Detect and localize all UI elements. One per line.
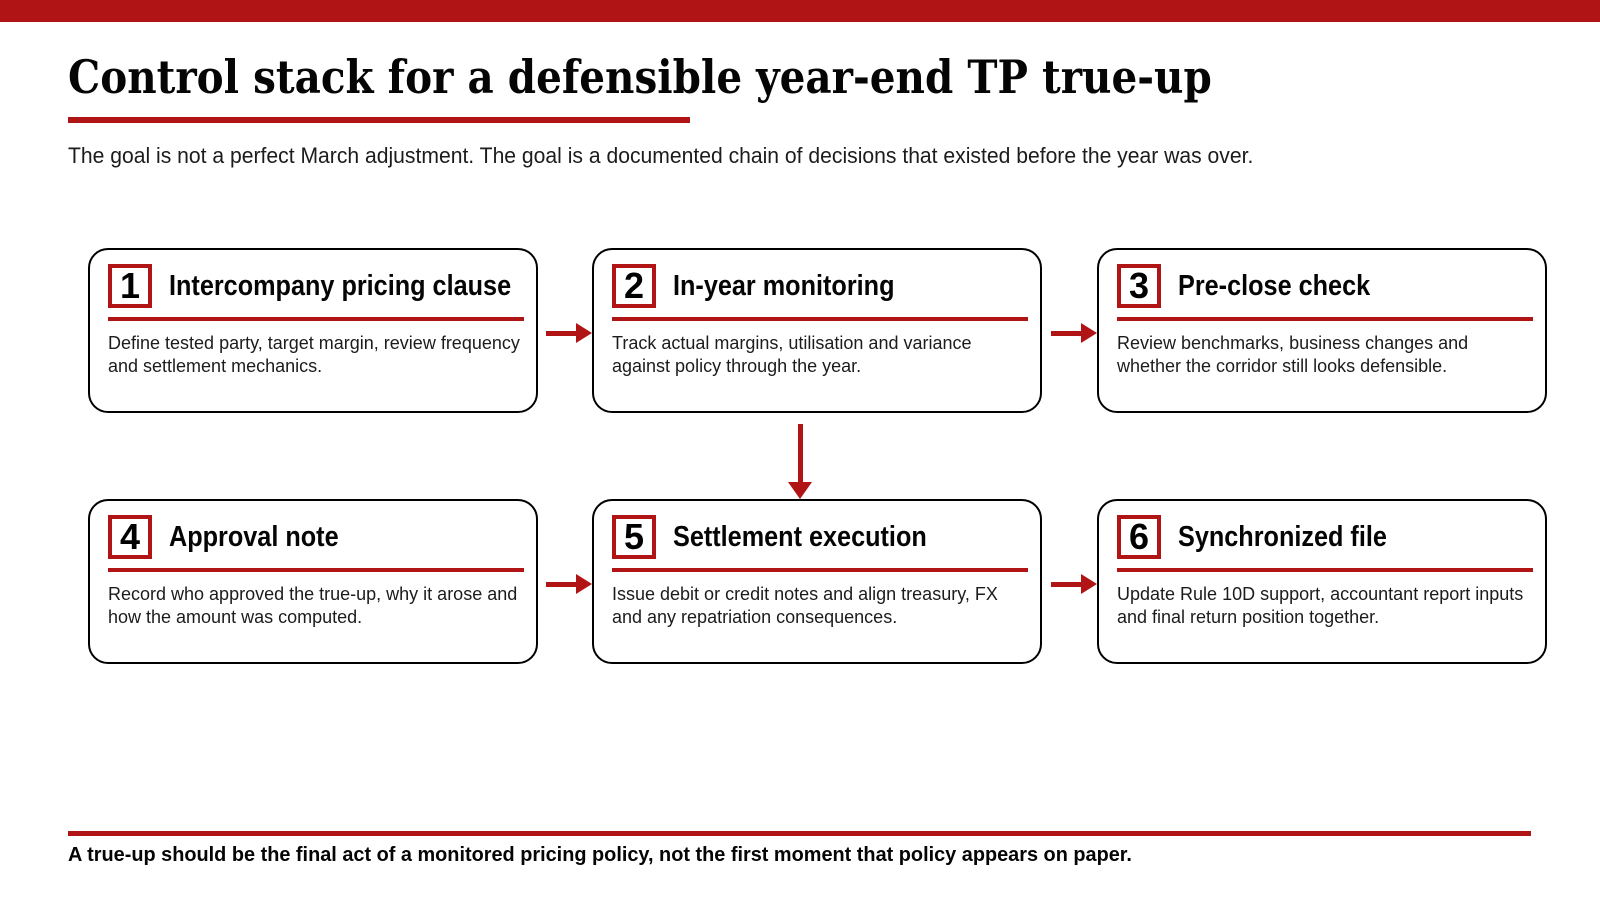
- arrow-head: [788, 482, 812, 499]
- node-card-synchronized-file: 6 Synchronized file Update Rule 10D supp…: [1097, 499, 1547, 664]
- node-divider: [108, 568, 524, 572]
- step-number-badge: 4: [108, 515, 152, 559]
- node-card-in-year-monitoring: 2 In-year monitoring Track actual margin…: [592, 248, 1042, 413]
- arrow-head: [576, 323, 592, 343]
- arrow-4-to-5-icon: [546, 574, 592, 594]
- top-accent-bar: [0, 0, 1600, 22]
- node-card-intercompany-pricing-clause: 1 Intercompany pricing clause Define tes…: [88, 248, 538, 413]
- node-divider: [1117, 568, 1533, 572]
- arrow-shaft: [1051, 331, 1083, 336]
- step-number: 1: [119, 265, 141, 306]
- node-title: Settlement execution: [673, 520, 927, 553]
- arrow-head: [1081, 574, 1097, 594]
- node-card-settlement-execution: 5 Settlement execution Issue debit or cr…: [592, 499, 1042, 664]
- arrow-1-to-2-icon: [546, 323, 592, 343]
- page-title: Control stack for a defensible year-end …: [68, 50, 1212, 104]
- arrow-5-to-6-icon: [1051, 574, 1097, 594]
- arrow-shaft: [1051, 582, 1083, 587]
- node-card-approval-note: 4 Approval note Record who approved the …: [88, 499, 538, 664]
- arrow-2-to-3-icon: [1051, 323, 1097, 343]
- node-title: Intercompany pricing clause: [169, 269, 512, 302]
- step-number: 3: [1128, 265, 1150, 306]
- arrow-shaft: [546, 582, 578, 587]
- step-number: 2: [623, 265, 645, 306]
- arrow-shaft: [798, 424, 803, 484]
- node-header: 2 In-year monitoring: [612, 264, 1028, 308]
- step-number: 4: [119, 516, 141, 557]
- node-body: Update Rule 10D support, accountant repo…: [1117, 584, 1524, 627]
- step-number: 6: [1128, 516, 1150, 557]
- arrow-head: [1081, 323, 1097, 343]
- node-title: Approval note: [169, 520, 339, 553]
- arrow-head: [576, 574, 592, 594]
- step-number-badge: 1: [108, 264, 152, 308]
- node-header: 6 Synchronized file: [1117, 515, 1533, 559]
- node-body: Track actual margins, utilisation and va…: [612, 333, 972, 376]
- step-number: 5: [623, 516, 645, 557]
- node-body: Issue debit or credit notes and align tr…: [612, 584, 998, 627]
- step-number-badge: 6: [1117, 515, 1161, 559]
- node-title: In-year monitoring: [673, 269, 895, 302]
- step-number-badge: 3: [1117, 264, 1161, 308]
- node-body: Define tested party, target margin, revi…: [108, 333, 520, 376]
- step-number-badge: 5: [612, 515, 656, 559]
- node-title: Pre-close check: [1178, 269, 1371, 302]
- node-divider: [612, 317, 1028, 321]
- node-header: 4 Approval note: [108, 515, 524, 559]
- footer-divider-line: [68, 831, 1531, 836]
- node-divider: [612, 568, 1028, 572]
- node-title: Synchronized file: [1178, 520, 1387, 553]
- arrow-shaft: [546, 331, 578, 336]
- page-subtitle: The goal is not a perfect March adjustme…: [68, 143, 1254, 168]
- footer-statement: A true-up should be the final act of a m…: [68, 843, 1132, 866]
- node-body: Record who approved the true-up, why it …: [108, 584, 518, 627]
- node-header: 5 Settlement execution: [612, 515, 1028, 559]
- node-header: 1 Intercompany pricing clause: [108, 264, 524, 308]
- node-body: Review benchmarks, business changes and …: [1117, 333, 1469, 376]
- title-underline: [68, 117, 690, 123]
- node-divider: [108, 317, 524, 321]
- step-number-badge: 2: [612, 264, 656, 308]
- node-divider: [1117, 317, 1533, 321]
- node-header: 3 Pre-close check: [1117, 264, 1533, 308]
- arrow-2-to-5-icon: [788, 424, 812, 499]
- node-card-pre-close-check: 3 Pre-close check Review benchmarks, bus…: [1097, 248, 1547, 413]
